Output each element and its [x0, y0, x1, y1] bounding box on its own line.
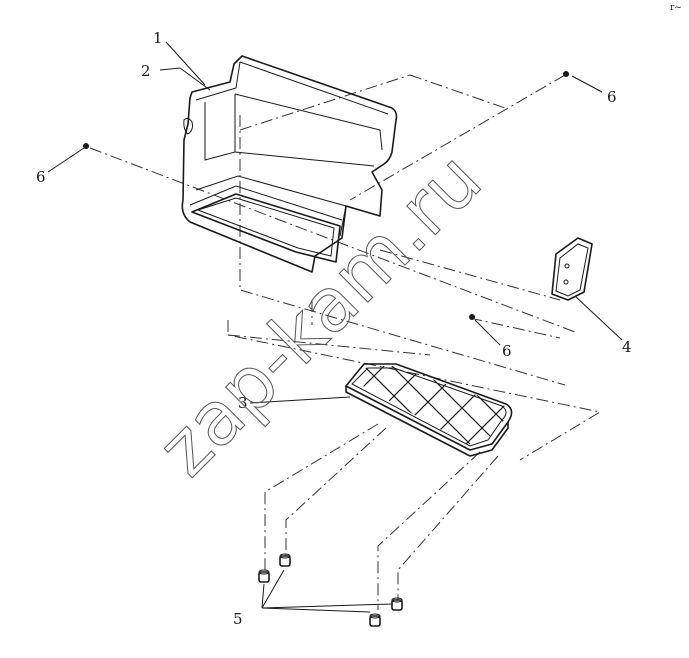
bolt-4 — [391, 597, 403, 611]
cover-body — [181, 55, 398, 273]
bolt-1 — [258, 569, 270, 583]
screw-left — [83, 143, 89, 149]
watermark-text: zap-kam.ru — [142, 137, 498, 493]
callout-6-top-right: 6 — [607, 88, 617, 106]
callout-6-middle: 6 — [502, 342, 512, 360]
callout-2: 2 — [141, 62, 151, 80]
callout-labels: 1 2 3 4 5 6 6 6 — [36, 29, 632, 628]
callout-5: 5 — [233, 610, 243, 628]
screw-top-right — [563, 71, 569, 77]
callout-1: 1 — [153, 29, 163, 47]
bolt-2 — [279, 553, 291, 567]
screws — [83, 71, 569, 320]
callout-3: 3 — [238, 394, 248, 412]
leader-lines — [47, 41, 623, 613]
bolts — [258, 553, 403, 627]
end-plate — [551, 237, 593, 301]
callout-4: 4 — [622, 338, 632, 356]
callout-6-left: 6 — [36, 168, 46, 186]
corner-mark: r~ — [670, 3, 682, 13]
bolt-3 — [369, 613, 381, 627]
screw-middle — [469, 314, 475, 320]
